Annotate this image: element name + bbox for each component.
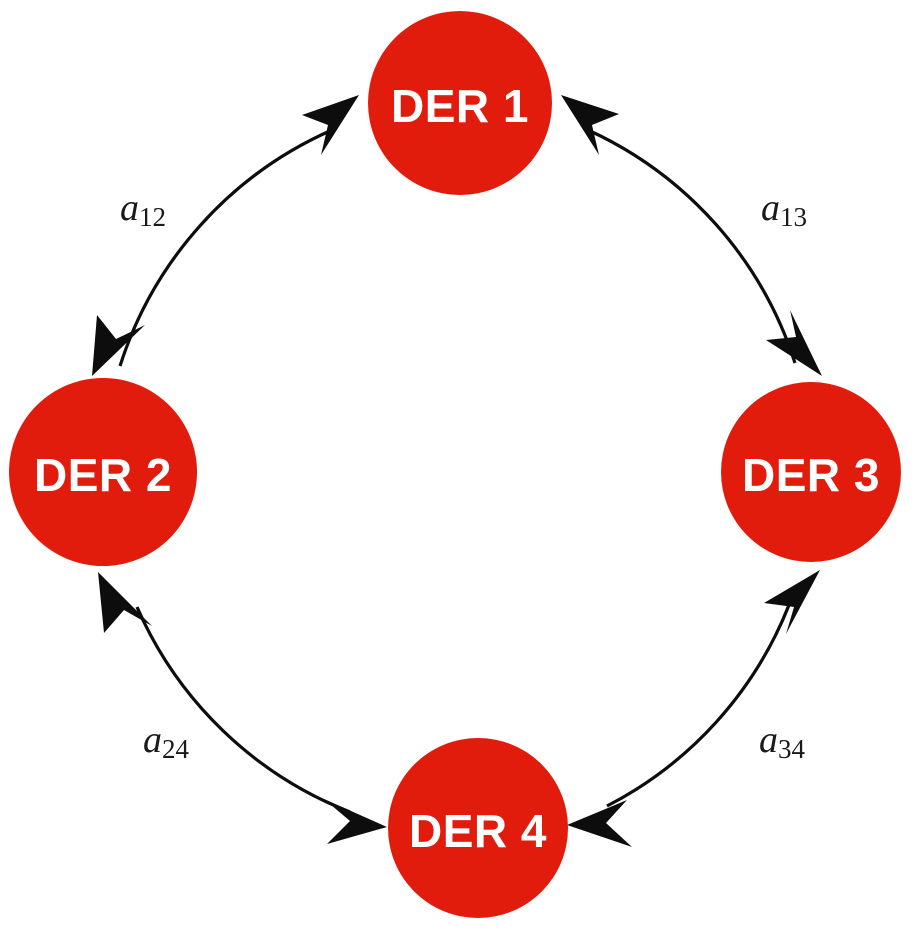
edge-a24-arrowhead-to-der4: [324, 799, 387, 844]
edge-a24-arc: [135, 606, 351, 814]
edge-a24-arrowhead-to-der2: [98, 572, 152, 633]
node-der4[interactable]: DER 4: [388, 738, 568, 918]
edge-a13-arrowhead-to-der3: [766, 310, 822, 376]
edge-a24-label: a24: [143, 719, 190, 764]
edge-a12-arrowhead-to-der1: [302, 95, 359, 155]
edge-a13-arrowhead-to-der1: [561, 95, 619, 155]
node-der4-label: DER 4: [409, 805, 547, 857]
edge-a12-arrowhead-to-der2: [92, 315, 145, 376]
node-der3[interactable]: DER 3: [721, 382, 901, 562]
node-der3-label: DER 3: [742, 449, 880, 501]
node-der1-circle: [368, 11, 552, 195]
edge-a13-label: a13: [761, 187, 807, 232]
edge-a12-arc: [118, 128, 333, 367]
edge-a12-label: a12: [120, 187, 166, 232]
edge-a34-label-subscript: 34: [778, 734, 806, 764]
edge-a24-label-base: a: [143, 719, 162, 761]
node-der4-circle: [388, 738, 568, 918]
edge-a34-label-base: a: [759, 719, 778, 761]
edge-a13-label-subscript: 13: [780, 202, 807, 232]
node-der1[interactable]: DER 1: [368, 11, 552, 195]
node-der2-label: DER 2: [34, 449, 172, 501]
edge-a34-arrowhead-to-der3: [764, 570, 820, 634]
edge-a13-arc: [587, 128, 797, 364]
node-der3-circle: [721, 382, 901, 562]
edge-a34-arrowhead-to-der4: [567, 800, 632, 847]
edge-a13[interactable]: a13: [561, 95, 822, 376]
node-der1-label: DER 1: [391, 80, 529, 132]
edge-a24[interactable]: a24: [98, 572, 387, 844]
edge-a13-label-base: a: [761, 187, 780, 229]
node-der2-circle: [9, 378, 197, 566]
edge-a24-label-subscript: 24: [162, 734, 190, 764]
edge-a34-label: a34: [759, 719, 806, 764]
edge-a34-arc: [606, 604, 791, 808]
edge-a12-label-base: a: [120, 187, 139, 229]
edge-a12-label-subscript: 12: [139, 202, 166, 232]
node-der2[interactable]: DER 2: [9, 378, 197, 566]
edge-a12[interactable]: a12: [92, 95, 359, 376]
edge-a34[interactable]: a34: [567, 570, 820, 847]
